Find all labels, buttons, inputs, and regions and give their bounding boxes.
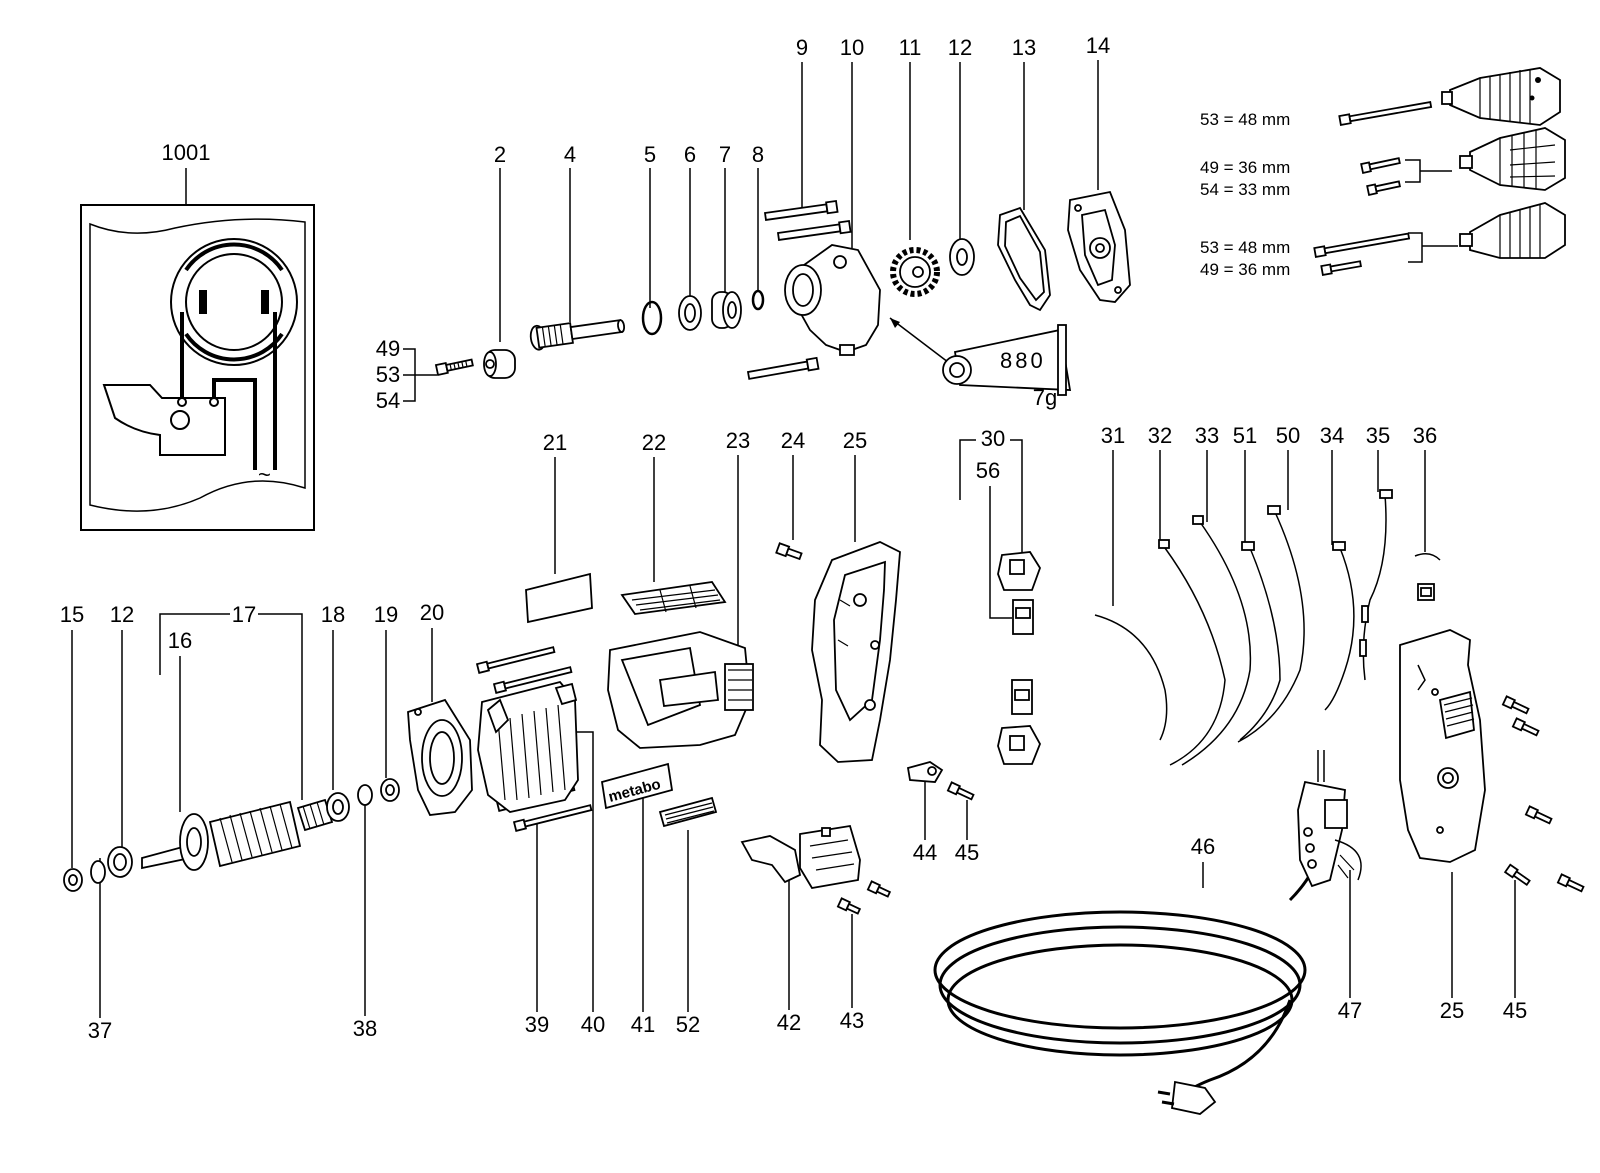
armature <box>141 798 350 871</box>
part-label-33: 33 <box>1195 423 1219 448</box>
chuck-1 <box>1441 67 1561 126</box>
part-label-13: 13 <box>1012 35 1036 60</box>
part-label-12-bottom: 12 <box>110 602 134 627</box>
top-row-labels: 2 4 5 6 7 8 9 10 11 12 13 14 49 53 54 <box>376 33 1110 413</box>
bottom-row-parts: metabo <box>63 629 1585 1115</box>
part-label-14: 14 <box>1086 33 1110 58</box>
part-label-4: 4 <box>564 142 576 167</box>
part-label-24: 24 <box>781 428 805 453</box>
grease-tube: 880 7g <box>942 324 1072 410</box>
part-label-39: 39 <box>525 1012 549 1037</box>
part-label-19: 19 <box>374 602 398 627</box>
part-label-12-top: 12 <box>948 35 972 60</box>
part-label-2: 2 <box>494 142 506 167</box>
logo-plate: metabo <box>600 762 674 810</box>
part-label-25-top: 25 <box>843 428 867 453</box>
part-label-35: 35 <box>1366 423 1390 448</box>
part-label-1001: 1001 <box>162 140 211 165</box>
chuck-variants: 53 = 48 mm 49 = 36 mm 54 = 33 mm <box>1200 67 1566 279</box>
part-label-47: 47 <box>1338 998 1362 1023</box>
gear-housing <box>784 244 881 356</box>
screw-note-4: 53 = 48 mm <box>1200 238 1290 257</box>
ac-symbol: ~ <box>258 462 271 487</box>
part-label-34: 34 <box>1320 423 1344 448</box>
part-label-23: 23 <box>726 428 750 453</box>
part-label-31: 31 <box>1101 423 1125 448</box>
gear-cover <box>1067 190 1131 303</box>
part-label-17: 17 <box>232 602 256 627</box>
part-label-32: 32 <box>1148 423 1172 448</box>
part-label-45-mid: 45 <box>955 840 979 865</box>
bottom-row-labels: 15 12 17 16 18 19 20 37 38 39 40 41 52 4… <box>60 600 1527 1043</box>
part-label-50: 50 <box>1276 423 1300 448</box>
part-label-41: 41 <box>631 1012 655 1037</box>
handle-half-left <box>811 541 901 763</box>
part-label-11: 11 <box>899 35 922 60</box>
part-label-42: 42 <box>777 1010 801 1035</box>
part-label-6: 6 <box>684 142 696 167</box>
part-label-5: 5 <box>644 142 656 167</box>
screw-note-5: 49 = 36 mm <box>1200 260 1290 279</box>
part-label-22: 22 <box>642 430 666 455</box>
brush-holder-bottom <box>997 679 1041 765</box>
top-row-parts: 880 7g <box>434 190 1131 410</box>
stator-field <box>477 680 579 813</box>
part-label-15: 15 <box>60 602 84 627</box>
part-label-46: 46 <box>1191 834 1215 859</box>
part-label-43: 43 <box>840 1008 864 1033</box>
wiring-diagram-inset: 1001 ~ <box>80 140 315 531</box>
part-label-56: 56 <box>976 458 1000 483</box>
part-label-20: 20 <box>420 600 444 625</box>
part-label-30: 30 <box>981 426 1005 451</box>
part-label-25-bottom: 25 <box>1440 998 1464 1023</box>
part-label-16: 16 <box>168 628 192 653</box>
screw-note-3: 54 = 33 mm <box>1200 180 1290 199</box>
part-label-36: 36 <box>1413 423 1437 448</box>
handle-half-right <box>1399 629 1486 863</box>
part-label-10: 10 <box>840 35 864 60</box>
part-label-49-left: 49 <box>376 336 400 361</box>
grease-tube-weight: 7g <box>1033 385 1057 410</box>
part-label-54-left: 54 <box>376 388 400 413</box>
screw-note-1: 53 = 48 mm <box>1200 110 1290 129</box>
middle-row-labels: 21 22 23 24 25 30 56 31 32 33 51 50 34 3… <box>543 423 1437 668</box>
trigger-switch <box>740 824 861 889</box>
part-label-40: 40 <box>581 1012 605 1037</box>
middle-row-parts <box>525 489 1441 766</box>
part-label-45-bottom: 45 <box>1503 998 1527 1023</box>
part-label-38: 38 <box>353 1016 377 1041</box>
part-label-52: 52 <box>676 1012 700 1037</box>
fan-baffle <box>407 698 473 816</box>
internal-wires <box>1094 489 1441 766</box>
part-label-37: 37 <box>88 1018 112 1043</box>
part-label-21: 21 <box>543 430 567 455</box>
part-label-9: 9 <box>796 35 808 60</box>
brush-holder-top <box>997 551 1041 635</box>
part-label-53-left: 53 <box>376 362 400 387</box>
screw-note-2: 49 = 36 mm <box>1200 158 1290 177</box>
part-label-7: 7 <box>719 142 731 167</box>
plug <box>1157 1080 1217 1115</box>
part-label-51: 51 <box>1233 423 1257 448</box>
part-label-44: 44 <box>913 840 937 865</box>
part-label-8: 8 <box>752 142 764 167</box>
chuck-3 <box>1459 202 1566 259</box>
motor-housing <box>607 631 754 749</box>
grease-tube-label: 880 <box>1000 348 1046 373</box>
cord-protector <box>1297 750 1362 888</box>
part-label-18: 18 <box>321 602 345 627</box>
chuck-2 <box>1459 127 1566 191</box>
power-cord <box>933 799 1332 1115</box>
